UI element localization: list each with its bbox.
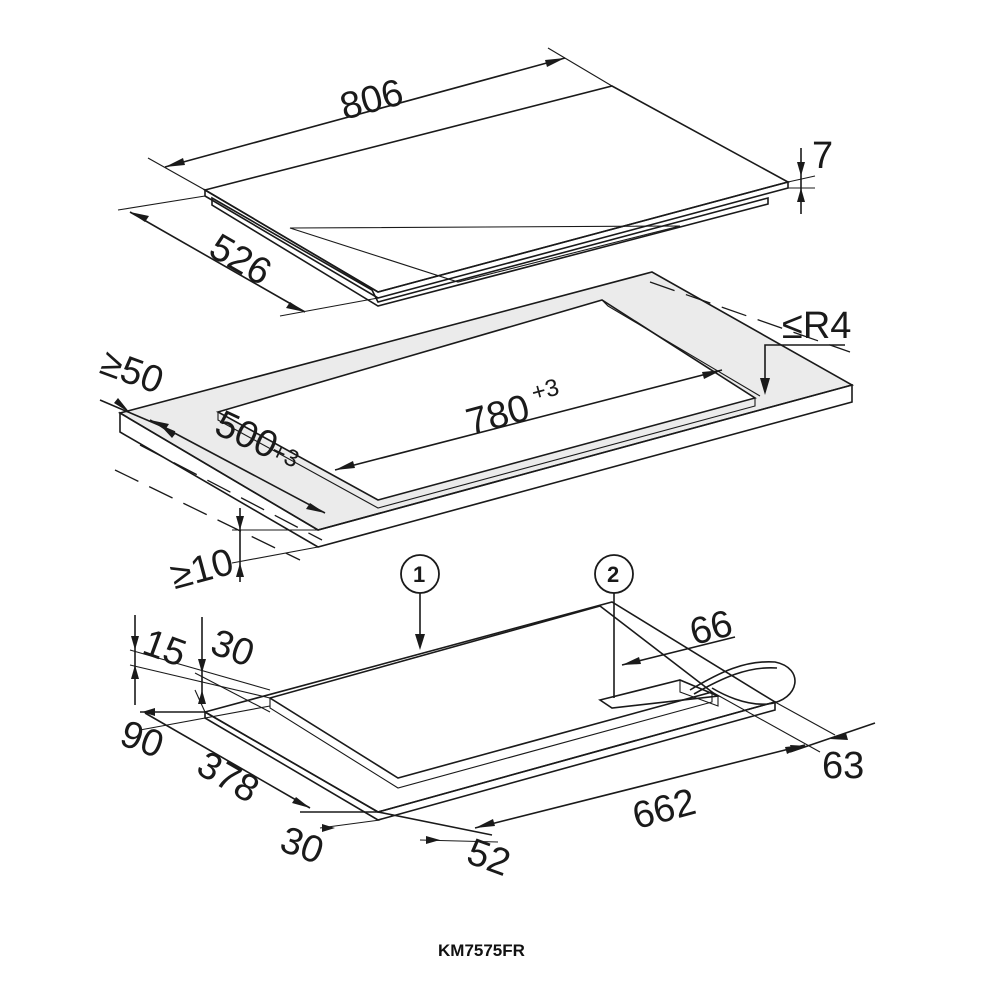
dim-63: 63	[711, 691, 876, 787]
dim-cooktop-depth: 526	[117, 195, 379, 317]
cooktop-thickness-label: 7	[812, 135, 833, 177]
dim-52-label: 52	[462, 831, 516, 885]
min-thickness-label: ≥10	[166, 541, 238, 598]
dim-min-thickness: ≥10	[166, 508, 319, 598]
dim-15-30: 15 30	[129, 615, 271, 713]
callout-2: 2	[594, 554, 634, 698]
cutout-width-tolerance: +3	[529, 374, 562, 407]
callout-2-label: 2	[607, 562, 619, 587]
dim-cutout-width: 780 +3	[334, 369, 723, 471]
dim-378: 378	[144, 712, 311, 812]
dim-66-label: 66	[685, 602, 737, 654]
dim-30-top-label: 30	[205, 622, 259, 676]
dim-378-label: 378	[190, 744, 266, 812]
callout-1: 1	[400, 554, 440, 650]
callout-1-label: 1	[413, 562, 425, 587]
radius-label: ≤R4	[782, 305, 851, 347]
dim-cooktop-width: 806	[147, 47, 613, 191]
dim-66: 66	[621, 602, 737, 666]
dim-cooktop-thickness: 7	[787, 135, 833, 214]
cooktop-depth-label: 526	[202, 226, 278, 294]
min-edge-label: ≥50	[95, 341, 169, 402]
cooktop-glass	[202, 85, 791, 307]
model-caption: KM7575FR	[438, 941, 525, 960]
cutout-width-label: 780	[462, 387, 534, 444]
dim-30-bottom: 30	[275, 811, 381, 873]
dim-90-label: 90	[115, 713, 169, 767]
cooktop-width-label: 806	[336, 72, 408, 129]
dim-radius: ≤R4	[760, 305, 851, 395]
dim-15-label: 15	[137, 622, 191, 676]
dim-662: 662	[474, 744, 806, 838]
dim-63-label: 63	[822, 745, 864, 787]
dim-30-bottom-label: 30	[275, 819, 329, 873]
dim-662-label: 662	[628, 781, 700, 838]
